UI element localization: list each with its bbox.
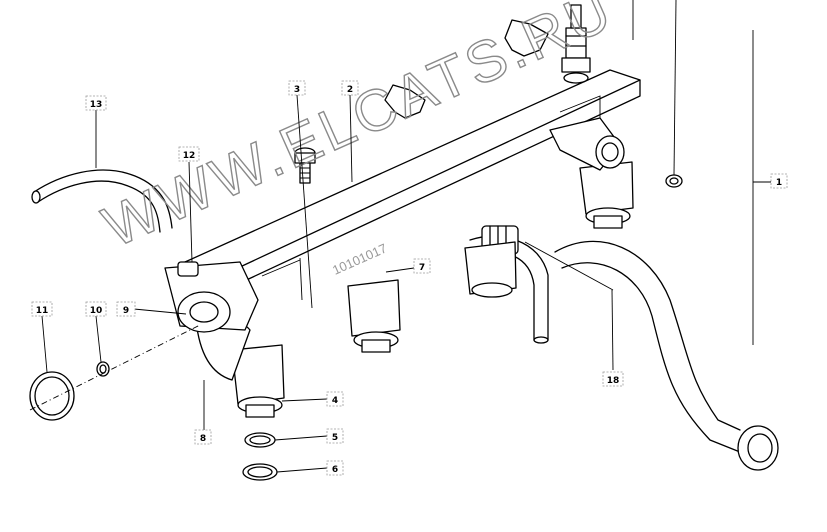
svg-text:13: 13 (90, 100, 103, 110)
fuel-hose-13 (31, 169, 173, 233)
svg-text:6: 6 (332, 465, 338, 475)
callout-8: 8 (194, 429, 212, 445)
pressure-fitting (561, 4, 591, 84)
callout-18: 18 (602, 371, 624, 387)
svg-text:4: 4 (332, 396, 338, 406)
svg-text:9: 9 (123, 306, 129, 316)
o-ring-6 (242, 463, 278, 481)
callout-11: 11 (31, 301, 53, 317)
callout-6: 6 (326, 460, 344, 476)
callout-7: 7 (413, 258, 431, 274)
return-hose-18 (554, 240, 779, 471)
callout-4: 4 (326, 391, 344, 407)
callout-5: 5 (326, 428, 344, 444)
injector-front (195, 314, 285, 418)
callout-3: 3 (288, 80, 306, 96)
bolt-3 (294, 147, 316, 184)
callout-10: 10 (85, 301, 107, 317)
callout-1: 1 (770, 173, 788, 189)
injector-3 (464, 241, 517, 298)
callout-9: 9 (116, 301, 136, 317)
svg-text:10: 10 (90, 306, 103, 316)
o-ring-5 (244, 432, 276, 448)
svg-text:11: 11 (36, 306, 49, 316)
svg-text:5: 5 (332, 433, 338, 443)
svg-text:18: 18 (607, 376, 620, 386)
watermark-code: 10101017 (330, 241, 389, 278)
callout-12: 12 (178, 146, 200, 162)
seal-ring-11 (29, 371, 75, 421)
injector-4 (579, 161, 634, 229)
pressure-regulator (164, 261, 259, 333)
svg-text:2: 2 (347, 85, 353, 95)
svg-text:7: 7 (419, 263, 425, 273)
callout-2: 2 (341, 80, 359, 96)
callout-13: 13 (85, 95, 107, 111)
svg-text:8: 8 (200, 434, 206, 444)
injector-2 (347, 279, 401, 353)
svg-text:12: 12 (183, 151, 196, 161)
o-ring-right (665, 174, 683, 188)
svg-text:3: 3 (294, 85, 300, 95)
svg-text:1: 1 (776, 178, 782, 188)
elbow-connector (549, 117, 625, 171)
rail-clips (384, 19, 549, 119)
leader-lines (41, 0, 771, 473)
